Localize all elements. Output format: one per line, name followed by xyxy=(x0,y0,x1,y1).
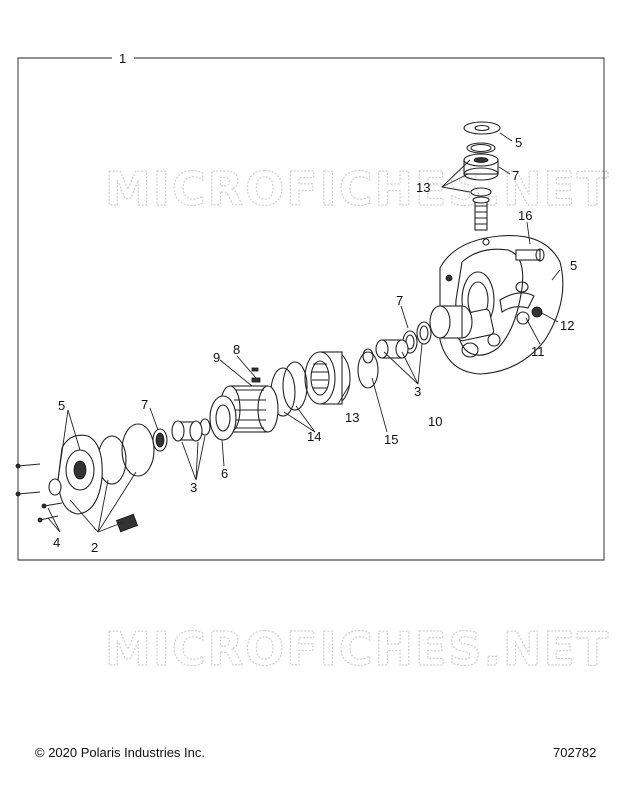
callout-16: 16 xyxy=(518,208,532,223)
copyright-text: © 2020 Polaris Industries Inc. xyxy=(35,745,205,760)
watermark-top: MICROFICHES.NET xyxy=(105,162,610,216)
callout-11: 11 xyxy=(531,344,545,359)
callout-8: 8 xyxy=(233,342,240,357)
callout-1: 1 xyxy=(119,51,126,66)
upper-bearing-stack xyxy=(463,121,501,231)
callout-5-top: 5 xyxy=(515,135,522,150)
cover-gasket xyxy=(97,423,155,485)
callout-4: 4 xyxy=(53,535,60,550)
callout-15: 15 xyxy=(384,432,398,447)
large-seal-ring xyxy=(429,305,473,339)
callout-7-top: 7 xyxy=(512,168,519,183)
callout-9: 9 xyxy=(213,350,220,365)
callout-13-top: 13 xyxy=(416,180,430,195)
watermark-bottom: MICROFICHES.NET xyxy=(105,622,610,676)
main-housing xyxy=(439,234,564,375)
callout-14: 14 xyxy=(307,429,321,444)
assembly-frame xyxy=(17,57,605,561)
callout-6: 6 xyxy=(221,466,228,481)
ring-gear-assembly xyxy=(270,351,379,417)
callout-7-left: 7 xyxy=(141,397,148,412)
end-cover xyxy=(48,434,139,533)
mounting-bolts xyxy=(15,463,63,523)
callout-labels: 1 5 7 13 16 5 12 11 7 3 10 15 13 14 8 9 … xyxy=(53,51,577,555)
callout-13-center: 13 xyxy=(345,410,359,425)
diagram-number: 702782 xyxy=(553,745,597,760)
callout-2: 2 xyxy=(91,540,98,555)
callout-7-center: 7 xyxy=(396,293,403,308)
callout-3-right: 3 xyxy=(414,384,421,399)
housing-fittings xyxy=(445,274,543,325)
leader-lines xyxy=(47,132,561,533)
callout-12: 12 xyxy=(560,318,574,333)
center-left-bearings xyxy=(152,418,211,452)
callout-10: 10 xyxy=(428,414,442,429)
callout-5-right: 5 xyxy=(570,258,577,273)
callout-5-left: 5 xyxy=(58,398,65,413)
callout-3-left: 3 xyxy=(190,480,197,495)
thrust-plate xyxy=(209,395,237,441)
